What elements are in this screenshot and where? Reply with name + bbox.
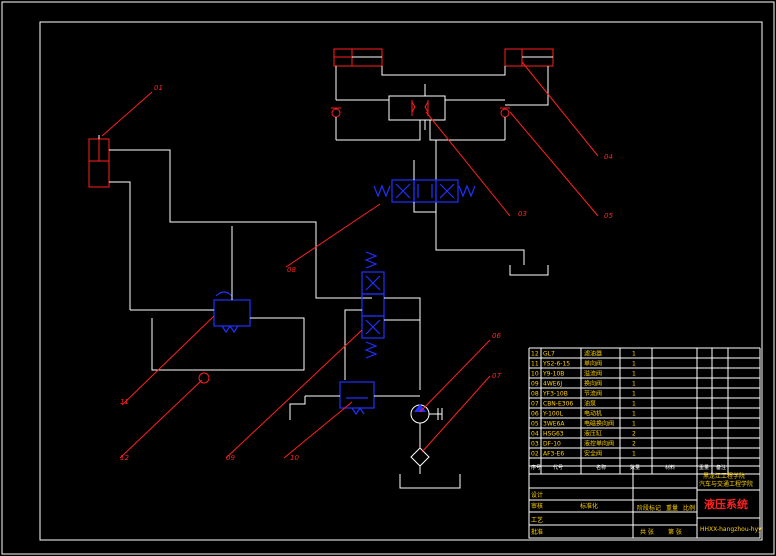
bom-row-qty: 1 bbox=[632, 401, 636, 408]
pressure-valve bbox=[339, 381, 375, 416]
drawing-code: HHXX-hangzhou-hyy bbox=[700, 526, 762, 533]
label-standard: 标准化 bbox=[580, 502, 598, 510]
bom-row-code: CBN-E306 bbox=[543, 401, 573, 408]
bom-row-number: 04 bbox=[531, 431, 539, 438]
bom-row-name: 电动机 bbox=[584, 410, 602, 418]
bom-row-number: 08 bbox=[531, 391, 539, 398]
bom-row-number: 11 bbox=[531, 361, 539, 368]
bom-row-code: YF3-10B bbox=[542, 391, 568, 398]
bom-row-name: 液压缸 bbox=[584, 430, 602, 438]
bom-row-code: Y9-10B bbox=[542, 371, 564, 378]
callout-04: 04 bbox=[604, 153, 613, 161]
directional-valve-vertical bbox=[361, 251, 385, 359]
bom-header-cell: 序号 bbox=[531, 464, 541, 471]
bom-row-name: 油泵 bbox=[584, 400, 596, 408]
inner-frame bbox=[39, 21, 763, 541]
bom-row-number: 03 bbox=[531, 441, 539, 448]
cylinder-left-top bbox=[333, 48, 383, 67]
drawing-title: 液压系统 bbox=[704, 497, 748, 511]
bom-row-qty: 1 bbox=[632, 421, 636, 428]
bom-row-number: 07 bbox=[531, 401, 539, 408]
callout-03: 03 bbox=[518, 210, 527, 218]
bom-row-name: 换向阀 bbox=[584, 380, 602, 388]
label-process: 工艺 bbox=[531, 516, 543, 524]
bom-header-cell: 名称 bbox=[596, 464, 606, 471]
callout-12: 12 bbox=[120, 454, 129, 462]
bom-row-number: 09 bbox=[531, 381, 539, 388]
bom-row-qty: 1 bbox=[632, 351, 636, 358]
directional-valve-horizontal bbox=[373, 179, 476, 203]
bom-row-qty: 2 bbox=[632, 441, 636, 448]
bom-row-name: 溢流阀 bbox=[584, 370, 602, 378]
bom-header-cell: 重量 bbox=[699, 464, 709, 471]
bom-row-name: 单向阀 bbox=[584, 360, 602, 368]
bom-row-code: YS2-6-15 bbox=[542, 361, 570, 368]
label-sheet-2: 第 张 bbox=[668, 528, 682, 536]
bom-row-qty: 1 bbox=[632, 381, 636, 388]
bom-row-code: AF3-E6 bbox=[543, 451, 564, 458]
cylinder-right-top bbox=[504, 48, 554, 67]
bom-row-code: GL7 bbox=[543, 351, 555, 358]
label-stage: 阶段标记 bbox=[637, 504, 661, 512]
bom-row-number: 05 bbox=[531, 421, 539, 428]
org-line-2: 汽车与交通工程学院 bbox=[699, 480, 753, 488]
bom-row-qty: 1 bbox=[632, 451, 636, 458]
bom-header-cell: 代号 bbox=[553, 464, 563, 471]
bom-row-number: 10 bbox=[531, 371, 539, 378]
bom-row-qty: 1 bbox=[632, 361, 636, 368]
pilot-check-valve-left bbox=[331, 107, 341, 140]
bom-header-cell: 数量 bbox=[630, 464, 640, 471]
bom-row-code: DF-10 bbox=[543, 441, 561, 448]
bom-row-name: 电磁换向阀 bbox=[584, 420, 614, 428]
bom-row-number: 12 bbox=[531, 351, 539, 358]
label-scale: 比例 bbox=[683, 504, 695, 512]
check-valve-12 bbox=[198, 372, 210, 384]
callout-06: 06 bbox=[492, 332, 501, 340]
callout-08: 08 bbox=[287, 266, 296, 274]
solenoid-valve-top bbox=[388, 84, 446, 130]
filter-07 bbox=[410, 423, 430, 474]
pump-06 bbox=[410, 404, 443, 424]
bom-header-cell: 材料 bbox=[665, 464, 675, 471]
title-block: 黑龙江工程学院 汽车与交通工程学院 液压系统 设计 审核 工艺 批准 标准化 阶… bbox=[528, 465, 762, 539]
bom-row-code: 4WE6J bbox=[543, 381, 562, 388]
bom-row-qty: 1 bbox=[632, 391, 636, 398]
bom-row-qty: 1 bbox=[632, 411, 636, 418]
label-design: 设计 bbox=[531, 491, 543, 499]
bom-row-code: 3WE6A bbox=[543, 421, 565, 428]
bom-row-code: HSG63 bbox=[543, 431, 564, 438]
callout-10: 10 bbox=[290, 454, 299, 462]
bom-row-number: 06 bbox=[531, 411, 539, 418]
callout-01: 01 bbox=[154, 84, 163, 92]
label-weight: 重量 bbox=[666, 504, 678, 512]
cylinder-left-side bbox=[88, 135, 110, 188]
bom-row-name: 滤油器 bbox=[584, 350, 602, 358]
callout-07: 07 bbox=[492, 372, 501, 380]
callout-05: 05 bbox=[604, 212, 613, 220]
bom-row-name: 安全阀 bbox=[584, 450, 602, 458]
bom-row-code: Y-100L bbox=[542, 411, 564, 418]
callout-09: 09 bbox=[226, 454, 235, 462]
callout-11: 11 bbox=[120, 398, 129, 406]
label-sheet: 共 张 bbox=[640, 528, 654, 536]
bom-row-number: 02 bbox=[531, 451, 539, 458]
label-approve: 批准 bbox=[531, 528, 543, 536]
org-line-1: 黑龙江工程学院 bbox=[703, 472, 745, 480]
bom-row-name: 节流阀 bbox=[584, 390, 602, 398]
label-check: 审核 bbox=[531, 502, 543, 510]
bom-row-name: 液控单向阀 bbox=[584, 440, 614, 448]
bom-row-qty: 1 bbox=[632, 371, 636, 378]
pilot-check-valve-right bbox=[500, 107, 510, 140]
bom-row-qty: 2 bbox=[632, 431, 636, 438]
bom-header-cell: 备注 bbox=[716, 464, 726, 471]
